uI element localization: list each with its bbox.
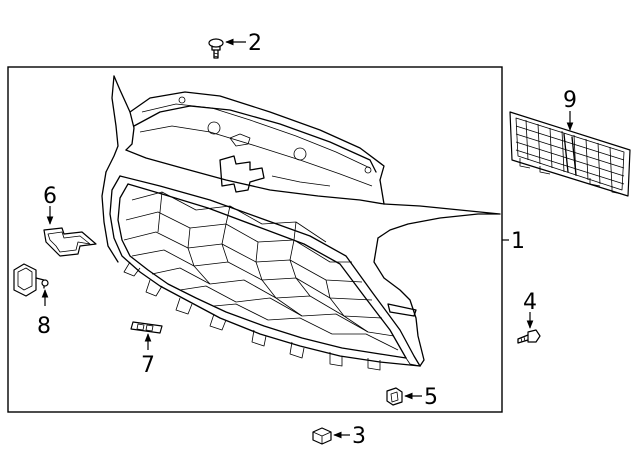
- callout-9: 9: [563, 88, 577, 113]
- part-2-fastener: [208, 38, 224, 59]
- part-3-clip: [312, 427, 332, 445]
- part-4-bolt: [517, 329, 541, 344]
- part-8-bracket: [13, 263, 49, 297]
- callout-8: 8: [37, 314, 51, 339]
- part-5-clip: [386, 387, 403, 406]
- callout-6: 6: [43, 184, 57, 209]
- callout-1: 1: [511, 229, 525, 254]
- callout-3: 3: [352, 424, 366, 449]
- part-7-nameplate: [130, 321, 163, 334]
- part-6-emblem: [43, 227, 97, 257]
- part-9-screen: [509, 111, 631, 197]
- callout-4: 4: [523, 290, 537, 315]
- callout-7: 7: [141, 353, 155, 378]
- callout-2: 2: [248, 31, 262, 56]
- grille-assembly: [101, 75, 501, 371]
- callout-5: 5: [424, 385, 438, 410]
